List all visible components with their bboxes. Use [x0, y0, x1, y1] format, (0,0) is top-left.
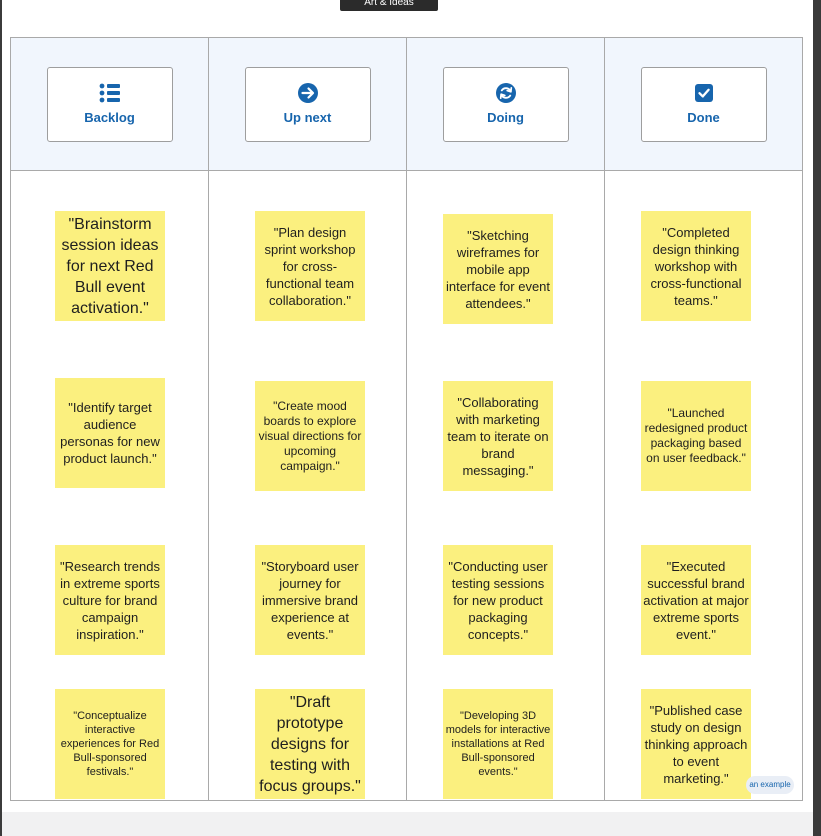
- sticky-note[interactable]: "Conceptualize interactive experiences f…: [55, 689, 165, 799]
- column-done: Done "Completed design thinking workshop…: [605, 38, 802, 800]
- sticky-note-text: "Developing 3D models for interactive in…: [445, 710, 551, 778]
- sticky-note-text: "Plan design sprint workshop for cross-f…: [264, 224, 356, 308]
- column-doing: Doing "Sketching wireframes for mobile a…: [407, 38, 605, 800]
- sticky-note[interactable]: "Draft prototype designs for testing wit…: [255, 689, 365, 799]
- list-icon: [99, 83, 120, 103]
- sticky-note-text: "Launched redesigned product packaging b…: [644, 406, 748, 465]
- kanban-board: Backlog "Brainstorm session ideas for ne…: [10, 37, 803, 801]
- sticky-note[interactable]: "Launched redesigned product packaging b…: [641, 381, 751, 491]
- sticky-note-text: "Storyboard user journey for immersive b…: [261, 558, 359, 642]
- column-header-card-up-next[interactable]: Up next: [244, 66, 371, 142]
- column-title: Doing: [487, 110, 524, 125]
- column-header: Up next: [209, 38, 406, 171]
- sticky-note-text: "Executed successful brand activation at…: [643, 558, 749, 642]
- column-header-card-backlog[interactable]: Backlog: [46, 66, 173, 142]
- sticky-note-text: "Research trends in extreme sports cultu…: [60, 558, 160, 642]
- sticky-note[interactable]: "Create mood boards to explore visual di…: [255, 381, 365, 491]
- sticky-note[interactable]: "Identify target audience personas for n…: [55, 378, 165, 488]
- column-header: Doing: [407, 38, 604, 171]
- sticky-note-text: "Published case study on design thinking…: [644, 702, 748, 786]
- page-edge-right: [813, 0, 821, 836]
- sticky-note-text: "Identify target audience personas for n…: [60, 400, 160, 466]
- checkbox-icon: [694, 84, 713, 102]
- sticky-note[interactable]: "Research trends in extreme sports cultu…: [55, 545, 165, 655]
- column-header: Done: [605, 38, 802, 171]
- page-edge-left: [0, 0, 2, 836]
- column-up-next: Up next "Plan design sprint workshop for…: [209, 38, 407, 800]
- arrow-right-circle-icon: [297, 83, 318, 103]
- sticky-note-text: "Conceptualize interactive experiences f…: [60, 710, 160, 778]
- sticky-note-text: "Conducting user testing sessions for ne…: [448, 558, 548, 642]
- column-title: Up next: [283, 110, 332, 125]
- sticky-note[interactable]: "Executed successful brand activation at…: [641, 545, 751, 655]
- column-backlog: Backlog "Brainstorm session ideas for ne…: [11, 38, 209, 800]
- column-title: Done: [687, 110, 720, 125]
- sticky-note[interactable]: "Published case study on design thinking…: [641, 689, 751, 799]
- column-header: Backlog: [11, 38, 208, 171]
- sticky-note-text: "Draft prototype designs for testing wit…: [259, 693, 361, 795]
- sticky-note[interactable]: "Plan design sprint workshop for cross-f…: [255, 211, 365, 321]
- sticky-note-text: "Create mood boards to explore visual di…: [258, 398, 362, 473]
- column-header-card-done[interactable]: Done: [640, 66, 767, 142]
- sync-circle-icon: [495, 83, 516, 103]
- sticky-note-text: "Collaborating with marketing team to it…: [447, 394, 549, 478]
- sticky-note-text: "Sketching wireframes for mobile app int…: [445, 227, 551, 311]
- sticky-note[interactable]: "Conducting user testing sessions for ne…: [443, 545, 553, 655]
- title-chip: Art & Ideas: [340, 0, 438, 11]
- column-header-card-doing[interactable]: Doing: [442, 66, 569, 142]
- sticky-note[interactable]: "Brainstorm session ideas for next Red B…: [55, 211, 165, 321]
- sticky-note-text: "Brainstorm session ideas for next Red B…: [61, 215, 159, 317]
- sticky-note[interactable]: "Storyboard user journey for immersive b…: [255, 545, 365, 655]
- sticky-note[interactable]: "Sketching wireframes for mobile app int…: [443, 214, 553, 324]
- sticky-note[interactable]: "Developing 3D models for interactive in…: [443, 689, 553, 799]
- column-title: Backlog: [84, 110, 135, 125]
- sticky-note[interactable]: "Collaborating with marketing team to it…: [443, 381, 553, 491]
- sticky-note-text: "Completed design thinking workshop with…: [650, 224, 742, 308]
- sticky-note[interactable]: "Completed design thinking workshop with…: [641, 211, 751, 321]
- example-badge[interactable]: an example: [746, 776, 794, 794]
